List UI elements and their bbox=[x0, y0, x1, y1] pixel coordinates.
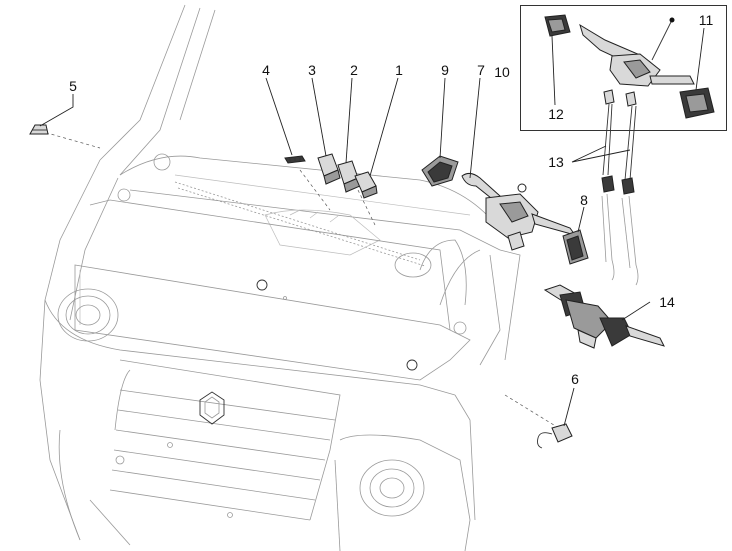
callout-2[interactable]: 2 bbox=[350, 62, 358, 78]
part-4-connector bbox=[284, 155, 306, 164]
part-1-relay bbox=[354, 171, 378, 199]
part-2-relay bbox=[337, 160, 361, 193]
callout-7[interactable]: 7 bbox=[477, 62, 485, 78]
callout-6[interactable]: 6 bbox=[571, 371, 579, 387]
inset-frame-part-10 bbox=[520, 5, 727, 131]
part-14-switch bbox=[543, 284, 665, 349]
callout-11[interactable]: 11 bbox=[698, 12, 714, 28]
callout-8[interactable]: 8 bbox=[580, 192, 588, 208]
part-8-gaiter bbox=[562, 229, 589, 265]
callout-4[interactable]: 4 bbox=[262, 62, 270, 78]
installation-lines bbox=[39, 130, 563, 431]
part-9-gaiter bbox=[421, 155, 459, 187]
part-10-inset-switch bbox=[544, 14, 715, 286]
leader-lines bbox=[39, 27, 705, 427]
callout-3[interactable]: 3 bbox=[308, 62, 316, 78]
callout-5[interactable]: 5 bbox=[69, 78, 77, 94]
part-3-relay bbox=[317, 153, 341, 185]
callout-14[interactable]: 14 bbox=[659, 294, 675, 310]
callout-9[interactable]: 9 bbox=[441, 62, 449, 78]
callout-12[interactable]: 12 bbox=[548, 106, 564, 122]
callout-13[interactable]: 13 bbox=[548, 154, 564, 170]
part-7-combination-switch bbox=[461, 172, 577, 251]
cab-outline bbox=[39, 4, 521, 551]
callout-1[interactable]: 1 bbox=[395, 62, 403, 78]
callout-10[interactable]: 10 bbox=[494, 64, 510, 80]
part-6-sensor bbox=[537, 423, 573, 449]
part-5-cap bbox=[29, 124, 49, 135]
